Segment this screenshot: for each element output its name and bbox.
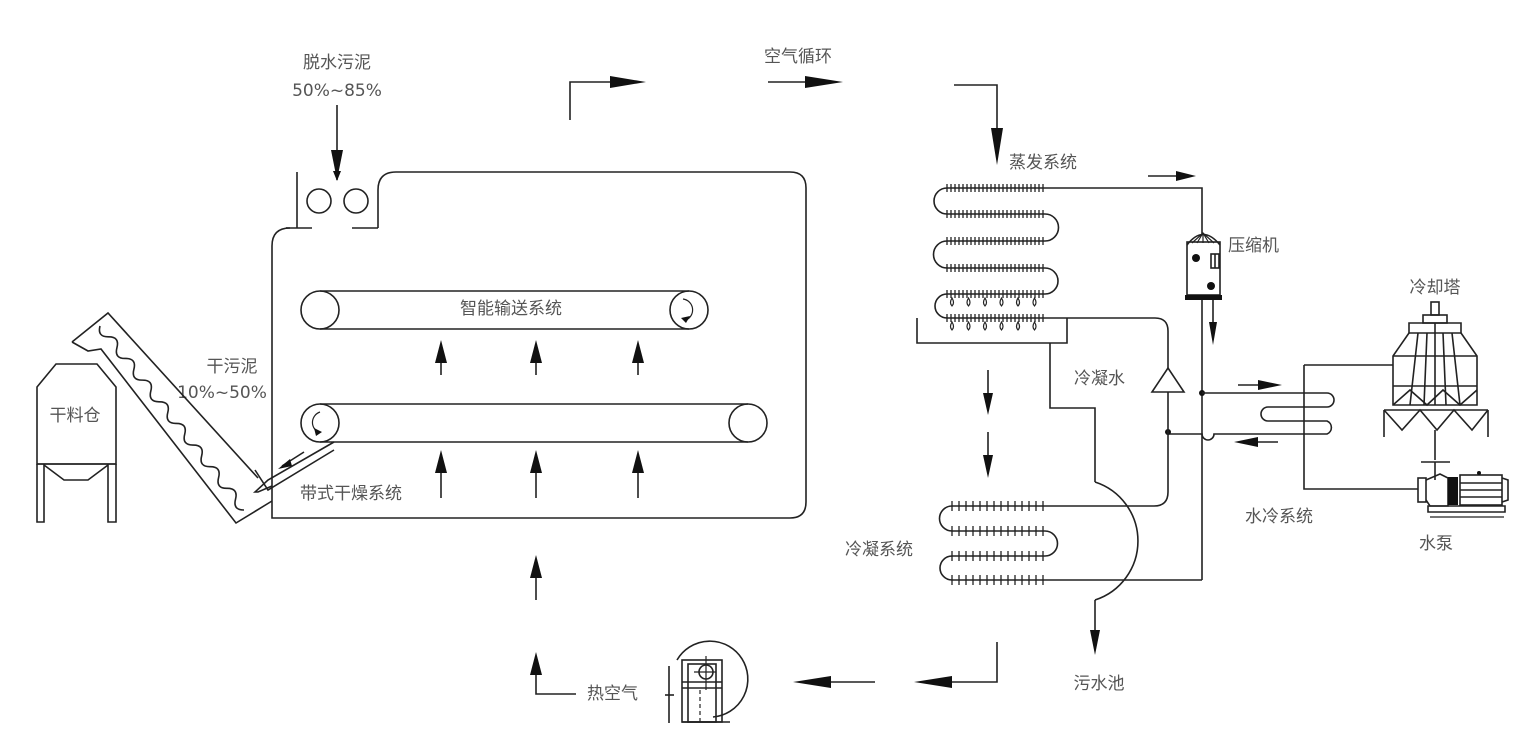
droplet (982, 296, 988, 307)
label-condensing-system: 冷凝系统 (845, 540, 913, 560)
up-arrow-head (632, 450, 644, 473)
droplet (949, 296, 955, 307)
dry-material-silo (36, 363, 117, 523)
compressor (1185, 231, 1222, 300)
droplet (999, 296, 1004, 307)
return-air-arrows (793, 642, 998, 688)
up-arrow-head (435, 340, 447, 363)
hot-air-fan (665, 640, 749, 723)
feed-rollers (286, 172, 378, 229)
label-dry-material-silo: 干料仓 (50, 406, 101, 426)
cooling-tower (1303, 301, 1489, 490)
condensate-line (1045, 317, 1186, 507)
label-evaporation-system: 蒸发系统 (1009, 153, 1077, 173)
evaporator-coil (916, 184, 1068, 344)
label-water-pump: 水泵 (1419, 534, 1453, 554)
label-cooling-tower: 冷却塔 (1410, 278, 1461, 298)
droplet (949, 320, 955, 331)
refrigerant-line-to-compressor (1045, 171, 1203, 235)
label-compressor: 压缩机 (1228, 236, 1279, 256)
label-air-circulation: 空气循环 (764, 47, 832, 67)
droplet (1015, 296, 1021, 307)
label-dewatered-sludge: 脱水污泥 (303, 53, 371, 73)
screw-conveyor (71, 311, 273, 525)
droplet (966, 320, 971, 331)
label-dry-sludge: 干污泥 (207, 357, 258, 377)
air-circulation-arrows (569, 76, 1003, 165)
drain-pipe (1049, 343, 1139, 655)
dryer-housing (271, 171, 807, 519)
droplet (999, 320, 1004, 331)
label-dry-sludge-pct: 10%~50% (177, 383, 267, 403)
hot-air-up-arrows (435, 340, 644, 498)
label-condensate-water: 冷凝水 (1074, 369, 1125, 389)
droplet (966, 296, 971, 307)
water-pump (1417, 461, 1509, 518)
label-hot-air: 热空气 (587, 684, 638, 704)
up-arrow-head (530, 340, 542, 363)
label-sewage-pool: 污水池 (1074, 674, 1125, 694)
sludge-inlet-arrow (331, 105, 343, 181)
compressor-discharge-line (1045, 300, 1217, 581)
up-arrow-head (632, 340, 644, 363)
label-water-cooling-system: 水冷系统 (1245, 507, 1313, 527)
hot-air-supply-arrows (530, 555, 576, 695)
up-arrow-head (530, 450, 542, 473)
droplet (982, 320, 988, 331)
smart-conveyor-belt (300, 290, 709, 330)
droplet (1032, 320, 1037, 331)
label-dewatered-sludge-pct: 50%~85% (292, 81, 382, 101)
discharge-chute (252, 441, 335, 493)
water-cooled-exchanger (1165, 380, 1335, 447)
label-belt-drying-system: 带式干燥系统 (300, 484, 402, 504)
condenser-coil (938, 501, 1059, 585)
label-smart-conveying-system: 智能输送系统 (460, 299, 562, 319)
droplet (1015, 320, 1021, 331)
up-arrow-head (435, 450, 447, 473)
belt-dryer-conveyor (300, 403, 768, 443)
droplet (1032, 296, 1037, 307)
airflow-down-arrows (983, 370, 993, 478)
